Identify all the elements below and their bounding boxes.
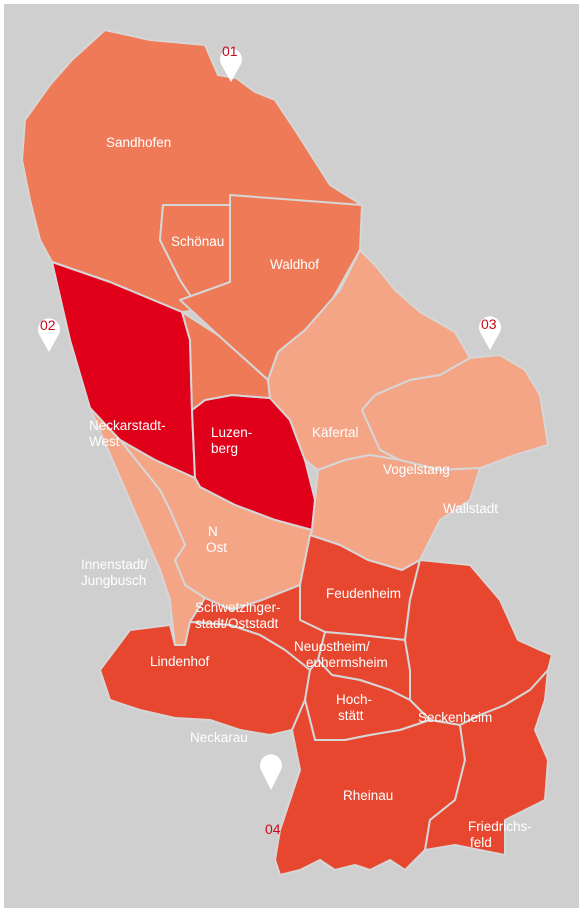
label-rheinau: Rheinau xyxy=(343,788,393,803)
label-hochstaett-line2: stätt xyxy=(338,708,364,723)
label-schoenau: Schönau xyxy=(171,234,224,249)
pin-03-label: 03 xyxy=(481,316,497,332)
pin-04[interactable]: 04 xyxy=(260,754,282,837)
label-feudenheim: Feudenheim xyxy=(326,586,401,601)
label-wallstadt: Wallstadt xyxy=(443,501,498,516)
district-rheinau[interactable] xyxy=(274,699,466,876)
label-luzenberg-line2: berg xyxy=(211,441,238,456)
label-n-ost-line2: Ost xyxy=(206,540,227,555)
pin-01-label: 01 xyxy=(222,43,238,59)
label-innenstadt-line2: Jungbusch xyxy=(81,573,146,588)
label-neuostheim-line1: Neuostheim/ xyxy=(294,639,370,654)
label-kaefertal: Käfertal xyxy=(312,425,359,440)
label-sandhofen: Sandhofen xyxy=(106,135,171,150)
map-pin-icon xyxy=(260,754,282,790)
label-lindenhof: Lindenhof xyxy=(150,654,210,669)
pin-04-label: 04 xyxy=(265,821,281,837)
map-pin-icon xyxy=(38,318,60,352)
label-neckarstadt-west-line1: Neckarstadt- xyxy=(89,418,166,433)
label-hochstaett-line1: Hoch- xyxy=(336,692,372,707)
map-pin-icon xyxy=(479,316,501,350)
label-n-ost-line1: N xyxy=(208,524,218,539)
label-neckarstadt-west-line2: West xyxy=(89,434,120,449)
label-friedrichsfeld-line2: feld xyxy=(470,835,492,850)
map-pin-icon xyxy=(220,48,242,82)
pin-02[interactable]: 02 xyxy=(38,317,60,352)
label-waldhof: Waldhof xyxy=(270,257,319,272)
label-luzenberg-line1: Luzen- xyxy=(211,425,252,440)
label-friedrichsfeld-line1: Friedrichs- xyxy=(468,819,532,834)
label-neuostheim-line2: euhermsheim xyxy=(306,655,388,670)
label-vogelstang: Vogelstang xyxy=(383,462,450,477)
pin-02-label: 02 xyxy=(40,317,56,333)
label-neckarau: Neckarau xyxy=(190,730,248,745)
label-schwetzingerstadt-line1: Schwetzinger- xyxy=(195,600,281,615)
label-schwetzingerstadt-line2: stadt/Oststadt xyxy=(195,616,279,631)
district-waldhof-sued[interactable] xyxy=(181,311,271,411)
pin-01[interactable]: 01 xyxy=(220,43,242,82)
label-seckenheim: Seckenheim xyxy=(418,710,492,725)
pin-03[interactable]: 03 xyxy=(479,316,501,350)
district-friedrichsfeld[interactable] xyxy=(424,669,549,856)
label-innenstadt-line1: Innenstadt/ xyxy=(81,557,148,572)
